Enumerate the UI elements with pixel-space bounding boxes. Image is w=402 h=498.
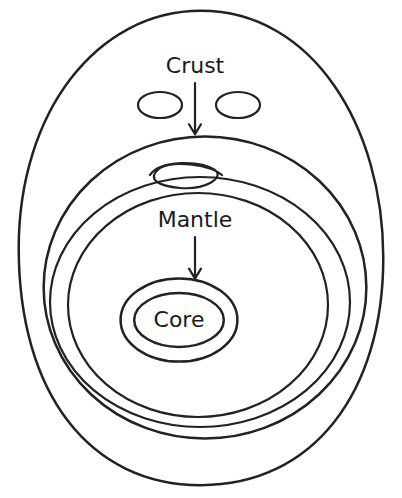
layer-arrow — [189, 237, 201, 279]
layer-label: Crust — [164, 53, 226, 79]
layer-label: Mantle — [156, 207, 235, 233]
sketch-loop — [138, 92, 182, 118]
earth-layer: Core — [120, 278, 238, 362]
layer-arrow — [189, 83, 201, 134]
earth-layer: MantleCore — [42, 135, 368, 440]
sketch-ring — [50, 177, 350, 427]
layer-outline — [42, 135, 368, 440]
sketch-tangle — [150, 163, 222, 188]
earth-layer: CrustMantleCore — [15, 6, 387, 490]
layer-label: Core — [152, 307, 207, 333]
sketch-loop — [216, 92, 260, 118]
sketch-ring — [68, 193, 328, 417]
